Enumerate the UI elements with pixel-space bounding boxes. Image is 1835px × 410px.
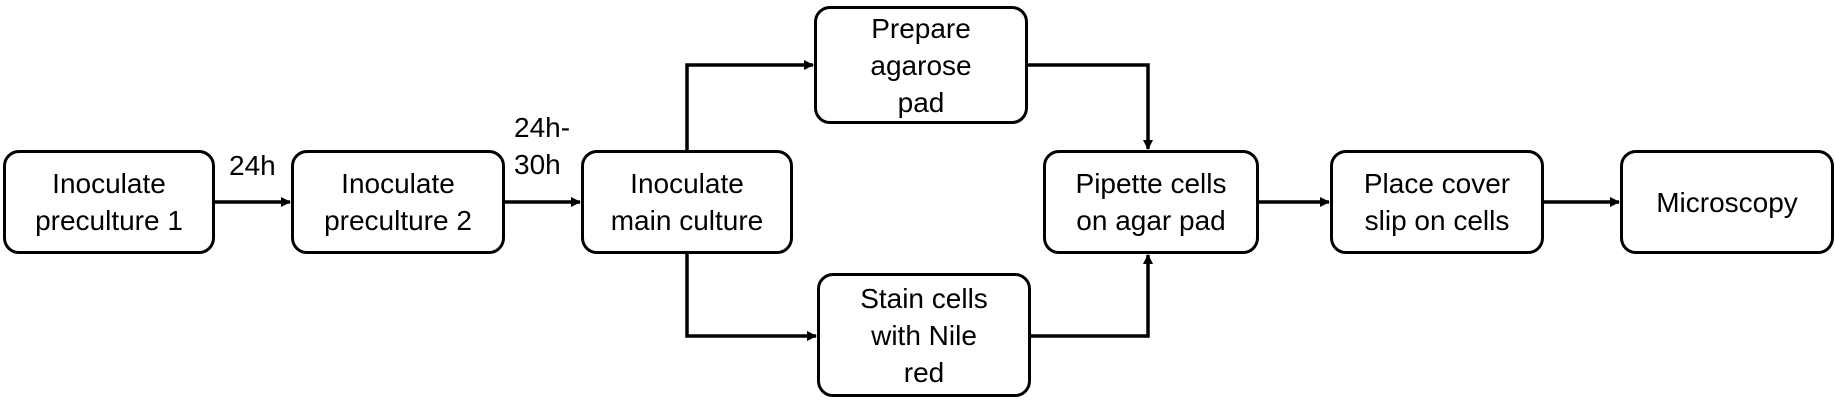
node-stain-cells-nile-red: Stain cells with Nile red: [817, 273, 1031, 397]
node-inoculate-main-culture: Inoculate main culture: [581, 150, 793, 254]
node-inoculate-preculture-2: Inoculate preculture 2: [291, 150, 505, 254]
node-label: Microscopy: [1656, 186, 1798, 218]
node-label: Inoculate main culture: [610, 168, 764, 236]
node-label: Inoculate preculture 1: [35, 168, 183, 236]
node-label: Inoculate preculture 2: [324, 168, 472, 236]
node-pipette-cells: Pipette cells on agar pad: [1043, 150, 1259, 254]
node-prepare-agarose-pad: Prepare agarose pad: [814, 6, 1028, 124]
node-place-cover-slip: Place cover slip on cells: [1330, 150, 1544, 254]
arrow-main-culture-to-stain-cells: [685, 254, 817, 341]
edge-label-24h-30h: 24h- 30h: [514, 112, 571, 180]
edge-label-24h: 24h: [229, 150, 276, 181]
node-label: Stain cells with Nile red: [860, 282, 988, 388]
node-inoculate-preculture-1: Inoculate preculture 1: [3, 150, 215, 254]
arrow-main-culture-to-agarose-pad: [685, 60, 814, 150]
node-microscopy: Microscopy: [1620, 150, 1834, 254]
node-label: Prepare agarose pad: [870, 12, 972, 118]
arrow-stain-cells-to-pipette: [1031, 254, 1153, 338]
arrow-agarose-pad-to-pipette: [1028, 63, 1153, 150]
node-label: Place cover slip on cells: [1363, 168, 1511, 236]
node-label: Pipette cells on agar pad: [1075, 168, 1227, 236]
